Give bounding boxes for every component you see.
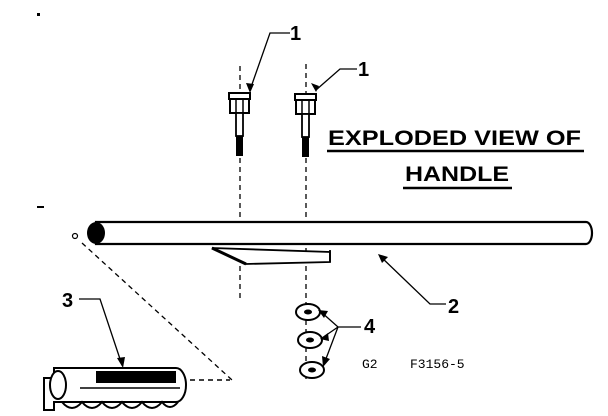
washer-stack [295, 303, 325, 379]
speck-mark [37, 13, 40, 16]
washer-3 [299, 361, 325, 379]
callout-3: 3 [62, 290, 73, 312]
bolt-left [228, 92, 251, 156]
mounting-bracket [211, 246, 331, 266]
arrowheads [117, 83, 388, 368]
leader-lines [79, 32, 446, 366]
washer-2 [297, 331, 323, 349]
title-line-1: EXPLODED VIEW OF [328, 127, 581, 150]
callout-4: 4 [364, 316, 376, 338]
drawing-code-number: F3156-5 [410, 357, 465, 372]
bolt-right [294, 93, 317, 157]
washer-1 [295, 303, 321, 321]
callout-2: 2 [448, 296, 459, 318]
dash-mark [37, 206, 44, 208]
grip [43, 367, 230, 411]
callout-1-right: 1 [358, 59, 369, 81]
drawing-code-prefix: G2 [362, 357, 378, 372]
title-line-2: HANDLE [405, 163, 509, 186]
handle-tube [87, 220, 594, 246]
small-circle-mark [71, 232, 79, 240]
callout-1-left: 1 [290, 23, 301, 45]
